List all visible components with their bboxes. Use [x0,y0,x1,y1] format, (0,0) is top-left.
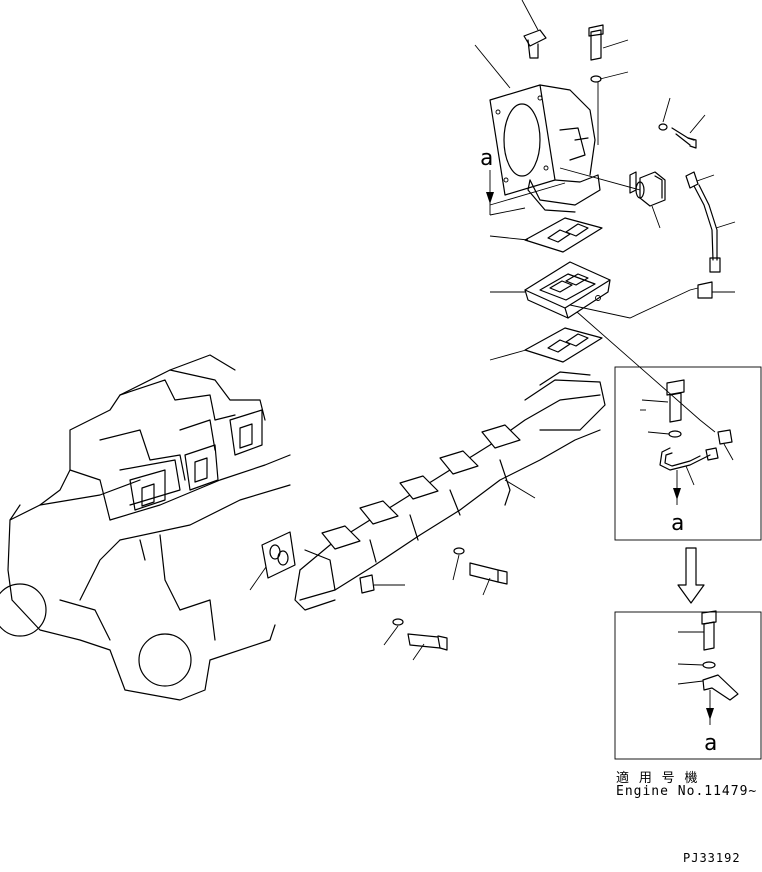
manifold-bolt-lower [392,618,448,651]
view-label-main: a [480,146,493,171]
drain-plug [359,574,375,594]
manifold-gasket [261,531,296,579]
lower-gasket [524,327,603,363]
top-washer [590,75,602,83]
engine-block [0,354,291,701]
leader-lines [249,0,736,661]
top-bolt [588,24,604,61]
switch-bolt [658,123,697,149]
applicability-note-japanese: 適 用 号 機 [616,771,699,786]
applicability-note-engine: Engine No.11479~ [616,784,758,799]
detail-view-after: a [614,610,762,760]
sensor-hose [685,171,721,273]
exhaust-elbow [489,84,601,213]
spacer-block [524,261,611,319]
bracket [629,171,637,194]
detail-view-before: a [614,366,762,541]
elbow-fitting [697,281,713,299]
drawing-code: PJ33192 [683,851,741,865]
view-label-detail-1: a [671,511,684,536]
exhaust-manifold [294,371,606,611]
transition-arrow [677,547,705,604]
upper-gasket [524,217,603,253]
view-arrow-main: a [480,146,526,216]
manifold-bolt-upper [453,547,508,585]
view-label-detail-2: a [704,731,717,756]
exhaust-switch [635,171,666,207]
elbow-connector [523,29,547,59]
